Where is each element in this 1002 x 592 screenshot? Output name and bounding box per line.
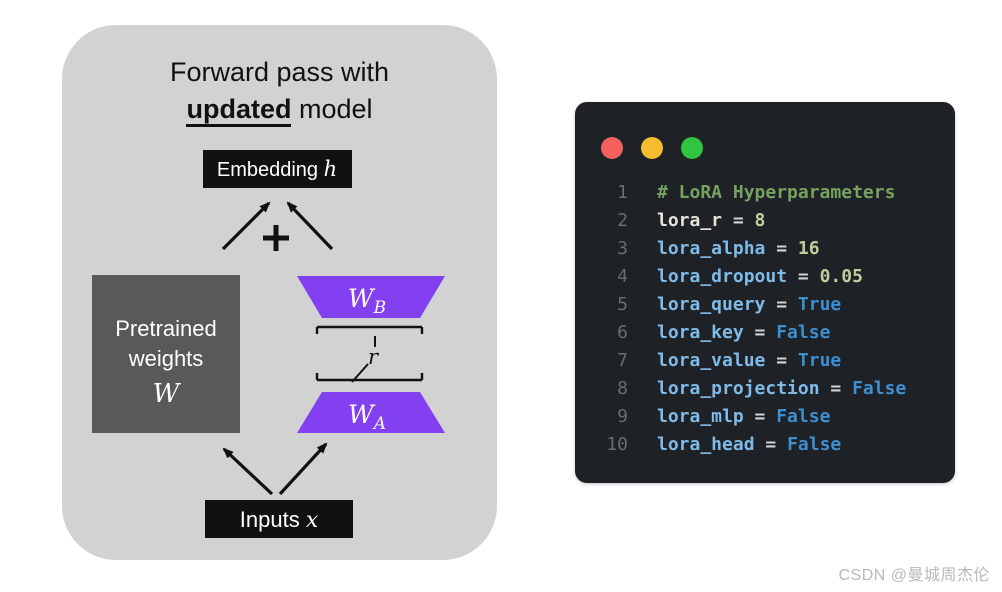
arrow-lora-to-embedding <box>286 201 334 251</box>
rank-bracket-top <box>315 325 424 334</box>
pretrained-var: W <box>153 379 182 409</box>
minimize-window-icon[interactable] <box>641 137 663 159</box>
code-window: 1 # LoRA Hyperparameters 2 lora_r = 8 3 lora_… <box>575 102 955 483</box>
line-number: 8 <box>617 378 628 399</box>
code-text: lora_head = False <box>657 431 841 459</box>
code-segment-num: 0.05 <box>819 266 863 287</box>
code-segment-var: lora_projection <box>657 378 820 399</box>
code-segment-op: = <box>754 434 788 455</box>
line-number: 9 <box>617 406 628 427</box>
code-segment-bool: False <box>776 322 831 343</box>
code-line: 2 lora_r = 8 <box>575 207 955 235</box>
pretrained-weights-box <box>92 275 240 433</box>
code-segment-var: lora_head <box>657 434 755 455</box>
code-segment-op: = <box>787 266 820 287</box>
code-segment-num: 8 <box>754 210 766 231</box>
wb-label: WB <box>348 284 386 318</box>
code-line: 8 lora_projection = False <box>575 375 955 403</box>
code-text: lora_key = False <box>657 319 830 347</box>
code-segment-op: = <box>765 294 798 315</box>
pretrained-line1: Pretrained <box>115 316 217 341</box>
code-text: lora_query = True <box>657 291 841 319</box>
code-segment-var: lora_alpha <box>657 238 766 259</box>
code-segment-var: lora_mlp <box>657 406 744 427</box>
code-lines: 1 # LoRA Hyperparameters 2 lora_r = 8 3 lora_… <box>575 179 955 459</box>
embedding-label: Embedding h <box>217 157 337 181</box>
code-segment-bool: True <box>797 350 842 371</box>
title-line2: updated model <box>62 91 497 128</box>
code-segment-var: lora_key <box>657 322 744 343</box>
wa-label: WA <box>348 400 386 434</box>
code-line: 5 lora_query = True <box>575 291 955 319</box>
arrow-inputs-to-pretrained <box>222 447 274 496</box>
code-text: lora_value = True <box>657 347 841 375</box>
title-line2-rest: model <box>291 94 373 124</box>
code-line: 6 lora_key = False <box>575 319 955 347</box>
wa-trapezoid <box>297 392 445 433</box>
code-segment-op: = <box>743 322 777 343</box>
code-segment-num: 16 <box>797 238 820 259</box>
code-segment-op: = <box>765 350 798 371</box>
wb-trapezoid <box>297 276 445 318</box>
code-segment-bool: False <box>852 378 907 399</box>
title-line1: Forward pass with <box>169 57 390 87</box>
arrow-inputs-to-lora <box>278 442 328 496</box>
code-segment-bool: False <box>787 434 842 455</box>
maximize-window-icon[interactable] <box>681 137 703 159</box>
close-window-icon[interactable] <box>601 137 623 159</box>
pretrained-line2: weights <box>128 346 204 371</box>
code-line: 9 lora_mlp = False <box>575 403 955 431</box>
code-text: lora_dropout = 0.05 <box>657 263 863 291</box>
panel-title: Forward pass with updated model <box>62 54 497 128</box>
code-segment-op: = <box>765 238 798 259</box>
code-segment-var: lora_query <box>657 294 766 315</box>
lora-diagram: + Embedding h Pretrained weights W WB r … <box>92 150 445 538</box>
line-number: 5 <box>617 294 628 315</box>
line-number: 4 <box>617 266 628 287</box>
code-segment-var: lora_dropout <box>657 266 788 287</box>
code-line: 1 # LoRA Hyperparameters <box>575 179 955 207</box>
code-segment-bool: False <box>776 406 831 427</box>
code-segment-op: = <box>743 406 777 427</box>
code-line: 3 lora_alpha = 16 <box>575 235 955 263</box>
code-segment-comment: # LoRA Hyperparameters <box>657 182 896 203</box>
watermark: CSDN @曼城周杰伦 <box>838 567 990 584</box>
code-line: 4 lora_dropout = 0.05 <box>575 263 955 291</box>
line-number: 3 <box>617 238 628 259</box>
code-text: lora_projection = False <box>657 375 906 403</box>
code-text: # LoRA Hyperparameters <box>657 179 895 207</box>
inputs-label: Inputs x <box>240 507 319 533</box>
code-text: lora_alpha = 16 <box>657 235 820 263</box>
window-controls <box>601 137 703 159</box>
line-number: 2 <box>617 210 628 231</box>
code-line: 7 lora_value = True <box>575 347 955 375</box>
code-segment-plain: lora_r <box>657 210 723 231</box>
code-segment-op: = <box>722 210 755 231</box>
code-segment-var: lora_value <box>657 350 766 371</box>
code-segment-op: = <box>819 378 853 399</box>
arrow-pretrained-to-embedding <box>221 201 271 251</box>
plus-icon <box>263 225 289 251</box>
line-number: 10 <box>606 434 628 455</box>
embedding-box <box>203 150 352 188</box>
code-line: 10 lora_head = False <box>575 431 955 459</box>
inputs-box <box>205 500 353 538</box>
title-updated-underlined: updated <box>186 94 292 127</box>
line-number: 1 <box>617 182 628 203</box>
rank-bracket-bottom <box>315 373 424 382</box>
code-text: lora_r = 8 <box>657 207 765 235</box>
line-number: 7 <box>617 350 628 371</box>
line-number: 6 <box>617 322 628 343</box>
code-segment-bool: True <box>797 294 842 315</box>
diagram-panel: + Embedding h Pretrained weights W WB r … <box>62 25 497 560</box>
rank-label: r <box>368 345 380 369</box>
code-text: lora_mlp = False <box>657 403 830 431</box>
